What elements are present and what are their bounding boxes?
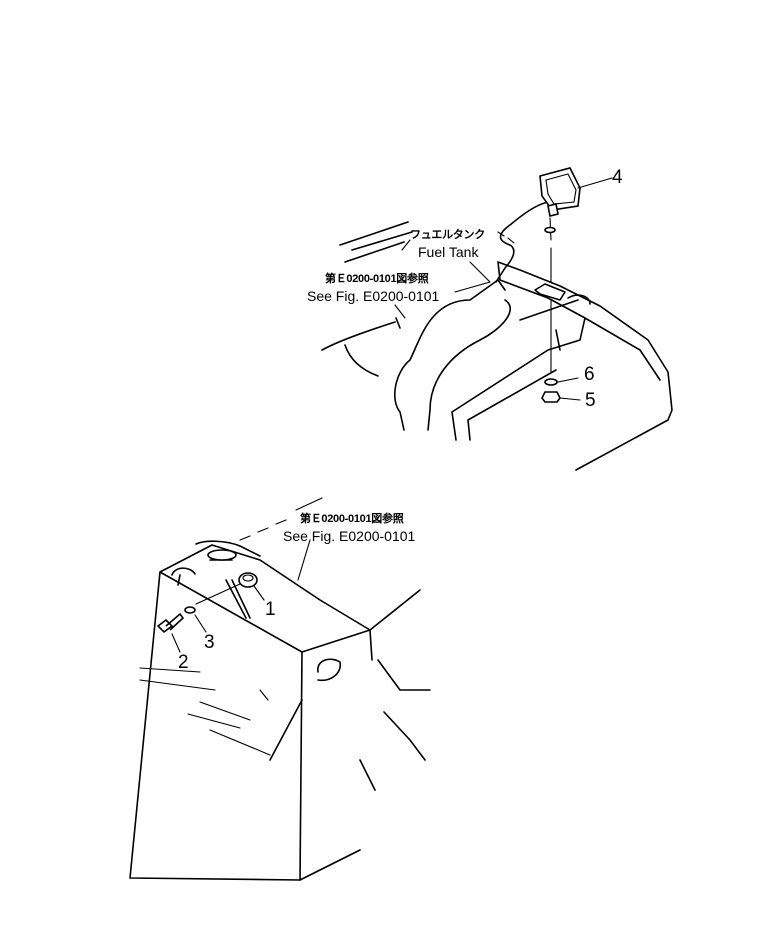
nut-part-5 bbox=[541, 391, 561, 403]
bolt-part-2 bbox=[156, 612, 185, 634]
filler-cap-part-1 bbox=[238, 572, 258, 588]
lamp-wire bbox=[495, 201, 549, 283]
lower-axis-line bbox=[195, 583, 241, 605]
lower-figure-ref-en: See Fig. E0200-0101 bbox=[283, 528, 416, 544]
upper-figure-ref-en: See Fig. E0200-0101 bbox=[307, 288, 440, 304]
fuel-tank-leader bbox=[401, 239, 491, 283]
callout-1: 1 bbox=[265, 599, 276, 620]
tank-hidden-lines bbox=[139, 667, 271, 756]
work-lamp bbox=[539, 167, 581, 217]
callout-3: 3 bbox=[204, 632, 215, 653]
lower-figure-ref-jp: 第Ｅ0200-0101図参照 bbox=[300, 513, 404, 525]
callout-4: 4 bbox=[612, 167, 623, 188]
lamp-bracket bbox=[534, 283, 591, 305]
leader-line-4 bbox=[577, 177, 613, 189]
washer-part-6 bbox=[544, 378, 558, 386]
fuel-tank-label-en: Fuel Tank bbox=[418, 244, 479, 260]
callout-6: 6 bbox=[584, 364, 595, 385]
left-curved-frame bbox=[321, 317, 401, 377]
callout-2: 2 bbox=[178, 652, 189, 673]
upper-figure-ref-jp: 第Ｅ0200-0101図参照 bbox=[325, 273, 429, 285]
fuel-tank-label-jp: フュエルタンク bbox=[410, 229, 485, 241]
filler-ring bbox=[207, 549, 237, 561]
leader-line-3 bbox=[194, 614, 207, 633]
fuel-tank-outline bbox=[339, 221, 673, 471]
tank-body bbox=[451, 299, 586, 441]
wire-clip bbox=[497, 231, 515, 244]
tank-box-outline bbox=[129, 544, 373, 881]
upper-ref-leader bbox=[394, 281, 491, 319]
round-opening bbox=[317, 658, 341, 682]
washer-part-3 bbox=[184, 606, 196, 614]
upper-washer bbox=[544, 226, 556, 234]
leader-line-1 bbox=[253, 585, 265, 601]
lower-assembly-view bbox=[129, 497, 431, 881]
upper-assembly-view bbox=[321, 167, 673, 471]
lower-ref-leader bbox=[239, 497, 323, 581]
callout-5: 5 bbox=[585, 390, 596, 411]
leader-line-2 bbox=[171, 633, 181, 653]
side-panel-lines bbox=[269, 589, 431, 881]
